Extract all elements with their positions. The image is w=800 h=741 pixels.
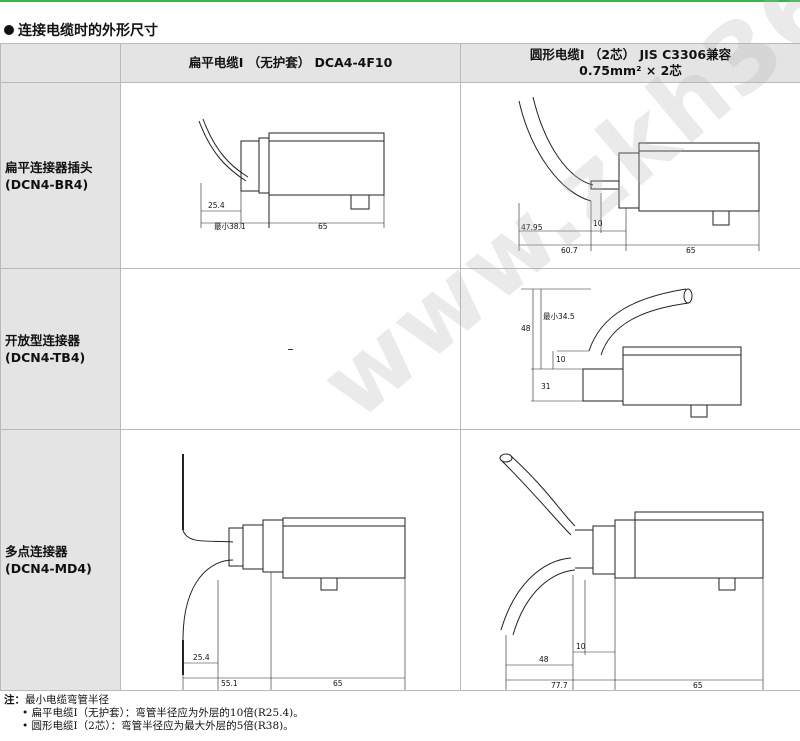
row-label-open-connector: 开放型连接器 (DCN4-TB4) [0,268,121,430]
dim-label: 65 [686,246,696,255]
dim-label: 10 [556,355,566,364]
dim-label: 60.7 [561,246,578,255]
top-rule [0,0,800,2]
table-row: 多点连接器 (DCN4-MD4) [0,429,800,691]
dim-label: 48 [539,655,549,664]
drawing-multi-point-flat-cable: 25.4 55.1 65 [120,429,461,691]
dim-label: 65 [333,679,343,688]
notes-label: 注： [4,694,25,706]
header-round-cable: 圆形电缆I （2芯） JIS C3306兼容 0.75mm² × 2芯 [460,43,800,83]
drawing-flat-plug-round-cable: 47.95 10 60.7 65 [460,82,800,269]
dim-label: 25.4 [193,653,210,662]
notes: 注：最小电缆弯管半径 • 扁平电缆I（无护套）：弯管半径应为外层的10倍(R25… [4,694,304,733]
dim-label: 25.4 [208,201,225,210]
not-applicable-mark: – [287,342,294,356]
dim-label: 77.7 [551,681,568,690]
drawing-multi-point-round-cable: 48 10 77.7 65 [460,429,800,691]
note-item: • 扁平电缆I（无护套）：弯管半径应为外层的10倍(R25.4)。 [22,707,304,719]
dim-label: 10 [593,219,603,228]
bullet-icon [4,25,14,35]
table-row: 扁平连接器插头 (DCN4-BR4) 25.4 最小38.1 [0,82,800,269]
corner-cell [0,43,121,83]
dim-label: 65 [693,681,703,690]
dimension-table: 扁平电缆I （无护套） DCA4-4F10 圆形电缆I （2芯） JIS C33… [0,43,800,691]
drawing-open-connector-round-cable: 48 最小34.5 10 31 [460,268,800,430]
dim-label: 最小38.1 [214,222,246,231]
table-header-row: 扁平电缆I （无护套） DCA4-4F10 圆形电缆I （2芯） JIS C33… [0,43,800,83]
dim-label: 10 [576,642,586,651]
section-title: 连接电缆时的外形尺寸 [4,20,158,40]
dim-label: 31 [541,382,551,391]
dim-label: 65 [318,222,328,231]
dim-label: 48 [521,324,531,333]
note-item: • 圆形电缆I（2芯）：弯管半径应为最大外层的5倍(R38)。 [22,720,294,732]
dim-label: 55.1 [221,679,238,688]
row-label-flat-plug: 扁平连接器插头 (DCN4-BR4) [0,82,121,269]
dim-label: 最小34.5 [543,312,575,321]
dim-label: 47.95 [521,223,543,232]
notes-text: 最小电缆弯管半径 [25,694,109,706]
table-row: 开放型连接器 (DCN4-TB4) – 48 [0,268,800,430]
not-applicable-cell: – [120,268,461,430]
row-label-multi-point: 多点连接器 (DCN4-MD4) [0,429,121,691]
header-flat-cable: 扁平电缆I （无护套） DCA4-4F10 [120,43,461,83]
drawing-flat-plug-flat-cable: 25.4 最小38.1 65 [120,82,461,269]
